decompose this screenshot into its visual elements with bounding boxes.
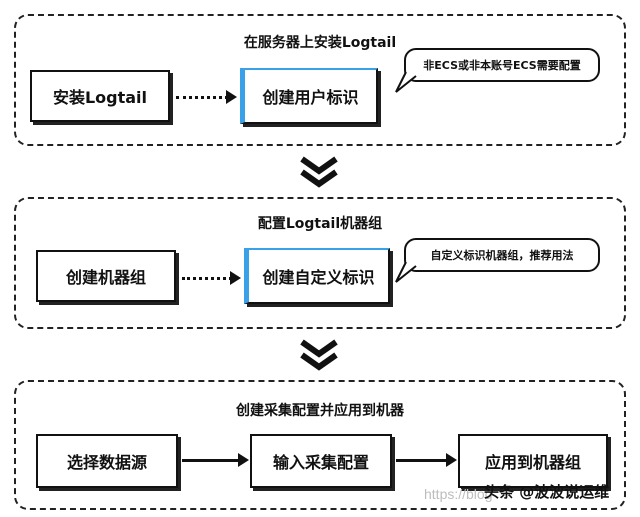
note-tail-2 [395, 261, 417, 283]
down-chevron-2 [300, 339, 338, 371]
dotted-arrowhead-1 [226, 90, 237, 104]
arrowhead-3 [238, 453, 249, 467]
down-chevron-1 [300, 156, 338, 188]
arrowhead-4 [446, 453, 457, 467]
dotted-connector-1 [176, 96, 228, 99]
dotted-connector-2 [182, 277, 232, 280]
dotted-arrowhead-2 [230, 271, 241, 285]
ecs-config-note: 非ECS或非本账号ECS需要配置 [404, 48, 600, 82]
connector-4 [396, 459, 448, 462]
section-install-panel: 在服务器上安装Logtail [14, 14, 626, 146]
section-config-panel: 配置Logtail机器组 [14, 197, 626, 329]
watermark-author: 头条 @波波说运维 [484, 483, 610, 501]
connector-3 [182, 459, 240, 462]
watermark-url: https://blog [424, 486, 493, 502]
section-collect-title: 创建采集配置并应用到机器 [236, 403, 404, 419]
custom-id-note: 自定义标识机器组，推荐用法 [404, 238, 600, 272]
install-logtail-box: 安装Logtail [30, 70, 170, 122]
apply-to-group-box: 应用到机器组 [458, 434, 608, 488]
input-collect-config-box: 输入采集配置 [250, 434, 392, 488]
select-datasource-box: 选择数据源 [36, 434, 178, 488]
section-config-title: 配置Logtail机器组 [257, 216, 383, 232]
section-install-title: 在服务器上安装Logtail [243, 35, 397, 51]
create-machine-group-box: 创建机器组 [36, 250, 176, 302]
create-user-id-box: 创建用户标识 [240, 68, 378, 124]
section-collect-panel: 创建采集配置并应用到机器 [14, 380, 626, 510]
create-custom-id-box: 创建自定义标识 [244, 248, 390, 304]
note-tail-1 [395, 71, 417, 93]
